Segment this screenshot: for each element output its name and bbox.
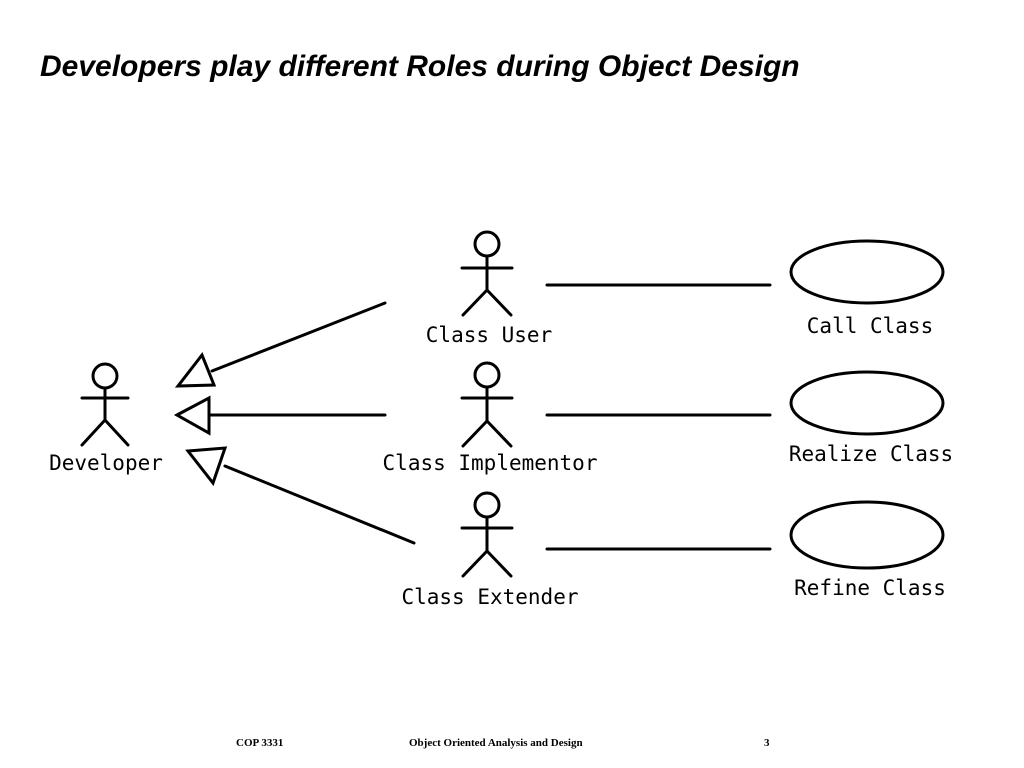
refine-class-label: Refine Class: [794, 576, 946, 600]
realize-class-label: Realize Class: [789, 442, 953, 466]
slide-title: Developers play different Roles during O…: [40, 50, 800, 83]
class-extender-actor-icon: [460, 491, 514, 578]
refine-class-use-case: [789, 500, 945, 570]
call-class-use-case: [789, 239, 945, 305]
class-implementor-label: Class Implementor: [383, 451, 598, 475]
class-user-label: Class User: [426, 323, 552, 347]
developer-actor-icon: [80, 362, 130, 447]
class-user-actor-icon: [460, 230, 514, 317]
developer-label: Developer: [49, 451, 163, 475]
footer-course-title: Object Oriented Analysis and Design: [409, 737, 583, 749]
generalization-class-implementor: [173, 395, 387, 436]
footer-course-code: COP 3331: [236, 737, 284, 749]
call-class-label: Call Class: [807, 314, 933, 338]
class-implementor-actor-icon: [460, 361, 514, 448]
class-extender-label: Class Extender: [401, 585, 578, 609]
generalization-class-extender: [185, 446, 416, 545]
realize-class-use-case: [789, 370, 945, 436]
generalization-class-user: [174, 301, 387, 388]
footer-page-number: 3: [764, 737, 770, 749]
